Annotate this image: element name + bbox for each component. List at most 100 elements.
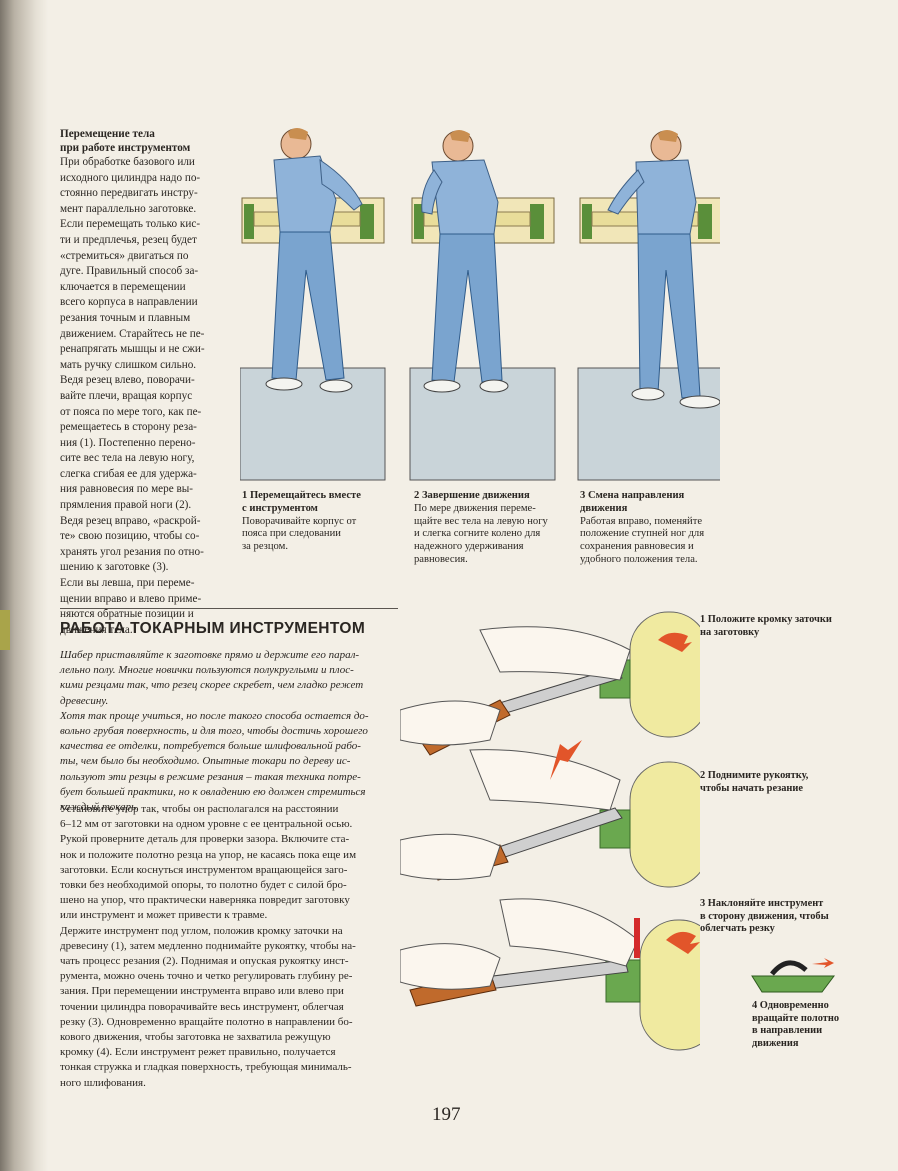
intro-line: лельно полу. Многие новички пользуются п… — [60, 664, 354, 677]
worker-hair — [450, 130, 470, 142]
gouge-technique-illustrations — [400, 611, 700, 1051]
hand — [400, 833, 501, 881]
worker-shirt — [635, 159, 697, 235]
section-body: Установите упор так, чтобы он располагал… — [60, 802, 398, 1091]
workpiece-cylinder — [629, 611, 700, 738]
caption-line: Работая вправо, поменяйте — [580, 515, 703, 527]
intro-line: бует большей практики, но к овладению ею… — [60, 785, 366, 798]
caption-title: 3 Смена направления — [580, 490, 685, 501]
sidebar-line: Ведя резец влево, поворачи- — [60, 374, 195, 387]
sidebar-line: сите вес тела на левую ногу, — [60, 452, 195, 465]
body-line: или инструмент и может привести к травме… — [60, 909, 268, 922]
caption-line: 4 Одновременно — [752, 1000, 829, 1011]
step-illustration-2 — [400, 740, 700, 888]
book-spine-shadow — [0, 0, 48, 1171]
worker-shoe — [631, 387, 665, 401]
step-caption-4: 4 Одновременно вращайте полотно в направ… — [752, 1000, 862, 1050]
sidebar-line: Если перемещать только кис- — [60, 218, 201, 231]
worker-jeans — [431, 233, 503, 383]
sidebar-line: хранять угол резания по отно- — [60, 545, 204, 558]
sidebar-line: ремещаетесь в сторону реза- — [60, 421, 197, 434]
direction-arrow-icon — [812, 958, 834, 968]
intro-line: Шабер приставляйте к заготовке прямо и д… — [60, 649, 360, 661]
worker-figure-3 — [577, 130, 720, 481]
caption-line: щайте вес тела на левую ногу — [414, 515, 548, 527]
body-line: ного шлифования. — [60, 1076, 146, 1089]
hand — [499, 898, 639, 967]
sidebar-line: ти и предплечья, резец будет — [60, 233, 197, 246]
worker-shoe — [265, 377, 303, 391]
body-line: точении цилиндра поворачивайте весь инст… — [60, 1000, 344, 1013]
caption-line: 3 Наклоняйте инструмент — [700, 898, 824, 909]
lathe-headstock — [414, 204, 424, 239]
intro-line: ты, чем было бы необходимо. Опытные тока… — [60, 755, 351, 768]
figure-caption-1: 1 Перемещайтесь вместе с инструментом По… — [242, 490, 392, 554]
step-illustration-1 — [400, 611, 700, 756]
rotation-arrow-icon — [666, 931, 700, 954]
step-caption-3: 3 Наклоняйте инструмент в сторону движен… — [700, 898, 850, 936]
body-line: 6–12 мм от заготовки на одном уровне с е… — [60, 818, 353, 831]
sidebar-line: те» свою позицию, чтобы со- — [60, 530, 200, 543]
step-illustration-3 — [400, 898, 700, 1051]
rotation-arrow-icon — [658, 632, 692, 652]
sidebar-line: мент параллельно заготовке. — [60, 202, 197, 215]
sidebar-heading-line: при работе инструментом — [60, 141, 191, 154]
sidebar-line: стоянно передвигать инстру- — [60, 187, 198, 200]
sidebar-line: дуге. Правильный способ за- — [60, 265, 199, 278]
intro-line: каждый токарь. — [60, 801, 139, 814]
page-number: 197 — [432, 1104, 461, 1125]
body-line: кового движения, чтобы заготовка не захв… — [60, 1031, 331, 1044]
intro-line: древесину. — [60, 694, 109, 707]
sidebar-line: няются обратные позиции и — [60, 608, 194, 621]
figure-caption-2: 2 Завершение движения По мере движения п… — [414, 490, 574, 567]
worker-hair — [658, 130, 678, 142]
step-caption-2: 2 Поднимите рукоятку, чтобы начать резан… — [700, 770, 850, 795]
body-line: чать процесс резания (2). Поднимая и опу… — [60, 955, 349, 968]
worker-shirt — [273, 155, 337, 233]
sidebar-line: резания точным и плавным — [60, 311, 191, 324]
worker-shirt — [431, 159, 499, 235]
worker-jeans — [271, 231, 345, 381]
sidebar-line: вайте плечи, вращая корпус — [60, 389, 193, 402]
body-line: зания. При перемещении инструмента вправ… — [60, 985, 344, 998]
worker-shoe — [423, 379, 461, 393]
intro-line: пользуют эти резцы в режиме резания – та… — [60, 770, 361, 783]
caption-title: 2 Завершение движения — [414, 490, 530, 501]
intro-line: Хотя так проще учиться, но после такого … — [60, 709, 369, 722]
sidebar-line: прямления правой ноги (2). — [60, 499, 192, 512]
sidebar-line: щении вправо и влево приме- — [60, 592, 202, 605]
lathe-tailstock — [360, 204, 374, 239]
sidebar-line: мать ручку слишком сильно. — [60, 358, 197, 371]
caption-line: чтобы начать резание — [700, 782, 804, 794]
caption-line: По мере движения переме- — [414, 502, 536, 514]
lathe-tailstock — [530, 204, 544, 239]
caption-line: вращайте полотно — [752, 1012, 840, 1024]
caption-title: движения — [580, 502, 628, 514]
hand — [469, 749, 621, 811]
lathe-posture-figures — [240, 128, 720, 481]
sidebar-line: При обработке базового или — [60, 156, 195, 168]
worker-arm — [319, 159, 363, 211]
body-line: румента, можно очень точно и четко регул… — [60, 970, 353, 983]
page-edge-tab — [0, 610, 10, 650]
sidebar-text: Перемещение тела при работе инструментом… — [60, 128, 210, 638]
gouge-section-icon — [770, 960, 808, 976]
floor-panel — [240, 367, 386, 481]
caption-line: положение ступней ног для — [580, 528, 705, 540]
section-title: РАБОТА ТОКАРНЫМ ИНСТРУМЕНТОМ — [60, 620, 366, 637]
caption-line: и слегка согните колено для — [414, 528, 541, 540]
sidebar-line: всего корпуса в направлении — [60, 296, 198, 309]
tool-rest-section — [751, 975, 835, 993]
sidebar-line: Если вы левша, при переме- — [60, 577, 195, 590]
workpiece-cylinder — [629, 761, 700, 888]
sidebar-heading-line: Перемещение тела — [60, 128, 155, 140]
downward-arrow-icon — [634, 918, 640, 958]
body-line: тонкая стружка и гладкая поверхность, тр… — [60, 1061, 352, 1074]
sidebar-line: ренапрягать мышцы и не сжи- — [60, 343, 205, 356]
sidebar-heading: Перемещение тела при работе инструментом — [60, 128, 210, 155]
caption-line: пояса при следовании — [242, 528, 341, 540]
caption-line: сохранения равновесия и — [580, 541, 694, 553]
body-line: резку (3). Одновременно вращайте полотно… — [60, 1015, 353, 1028]
gouge-rotation-diagram — [751, 958, 835, 993]
